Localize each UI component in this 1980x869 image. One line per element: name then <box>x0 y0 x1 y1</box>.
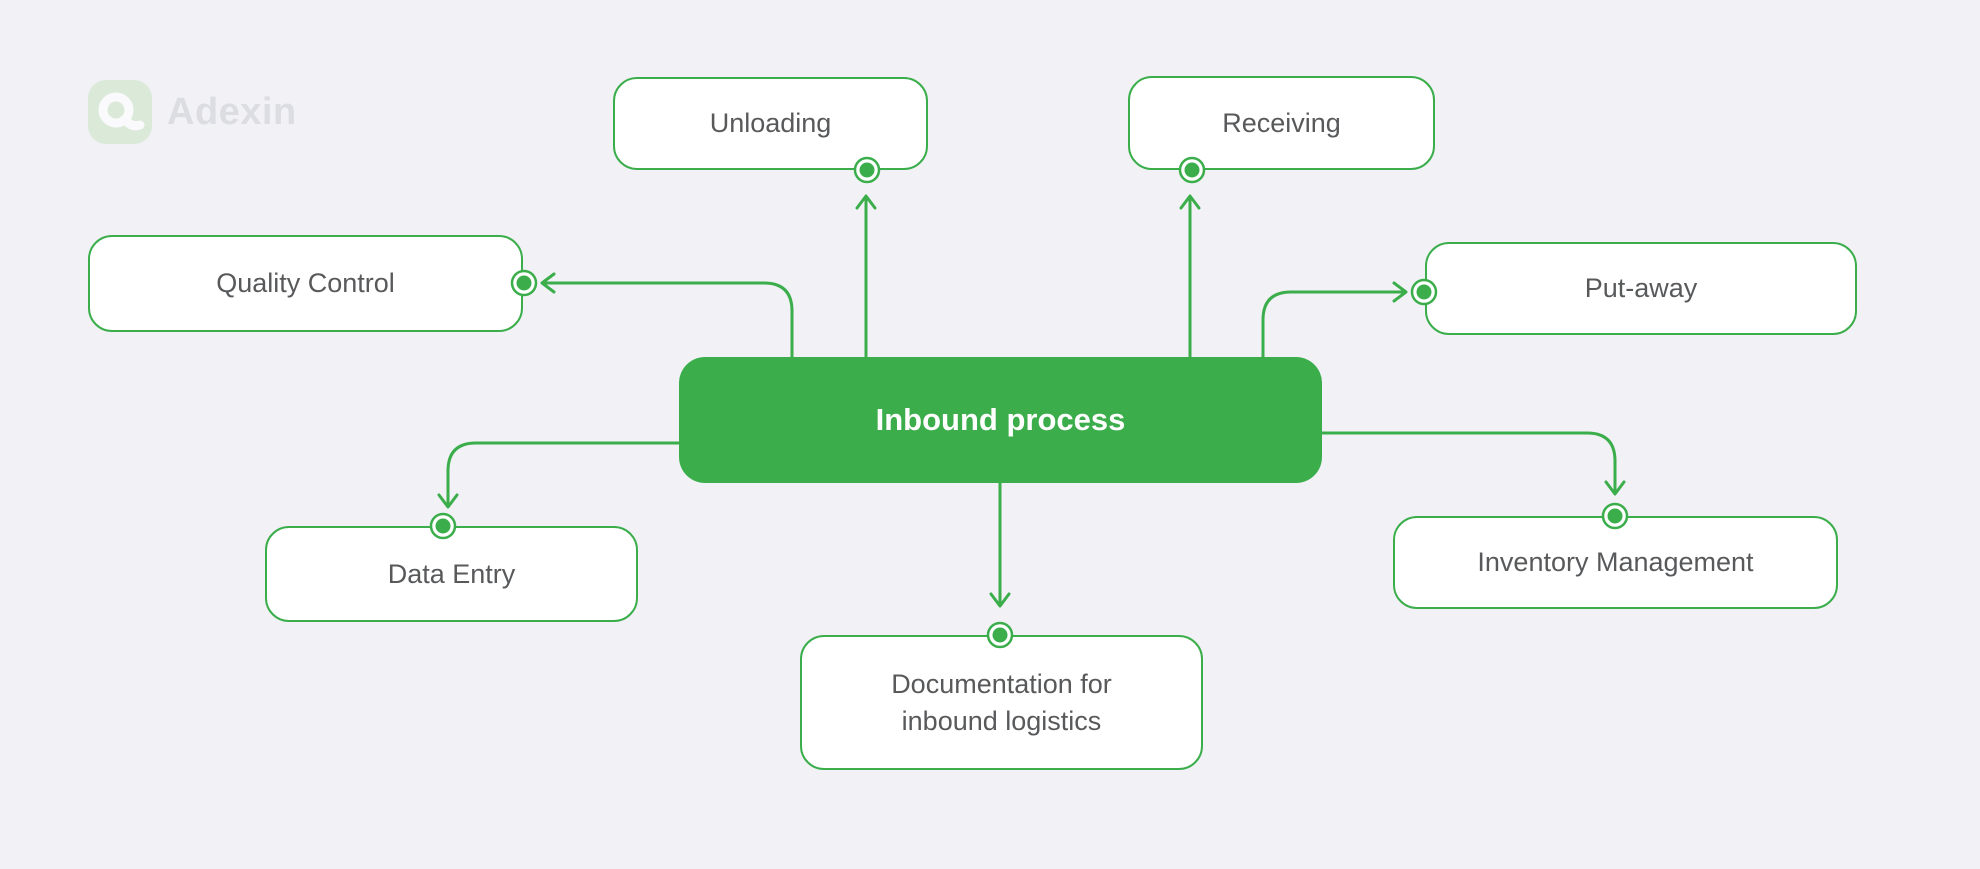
node-data-entry: Data Entry <box>265 526 638 622</box>
arrow-to-data-entry <box>437 441 681 509</box>
adexin-a-icon <box>88 80 152 144</box>
node-documentation-line2: inbound logistics <box>901 705 1102 736</box>
node-put-away: Put-away <box>1425 242 1857 335</box>
node-data-entry-label: Data Entry <box>387 558 516 589</box>
node-unloading: Unloading <box>613 77 928 170</box>
arrow-to-put-away <box>1261 281 1408 359</box>
node-put-away-label: Put-away <box>1584 273 1698 304</box>
brand-logo: Adexin <box>88 80 297 144</box>
node-documentation-label: Documentation for inbound logistics <box>891 666 1112 739</box>
node-quality-control-label: Quality Control <box>216 268 395 299</box>
node-inbound-process-label: Inbound process <box>875 402 1126 437</box>
arrow-to-documentation <box>989 481 1011 608</box>
node-quality-control: Quality Control <box>88 235 523 332</box>
arrow-to-quality-control <box>540 272 794 359</box>
node-inbound-process: Inbound process <box>679 357 1322 483</box>
node-receiving: Receiving <box>1128 76 1435 170</box>
node-receiving-label: Receiving <box>1222 107 1341 138</box>
node-unloading-label: Unloading <box>709 108 832 139</box>
node-documentation: Documentation for inbound logistics <box>800 635 1203 770</box>
node-inventory-management: Inventory Management <box>1393 516 1838 609</box>
arrow-to-inventory-management <box>1320 431 1626 496</box>
node-documentation-line1: Documentation for <box>891 669 1112 700</box>
brand-name: Adexin <box>167 90 297 133</box>
arrow-to-unloading <box>855 194 877 359</box>
node-inventory-management-label: Inventory Management <box>1477 547 1754 578</box>
arrow-to-receiving <box>1179 194 1201 359</box>
